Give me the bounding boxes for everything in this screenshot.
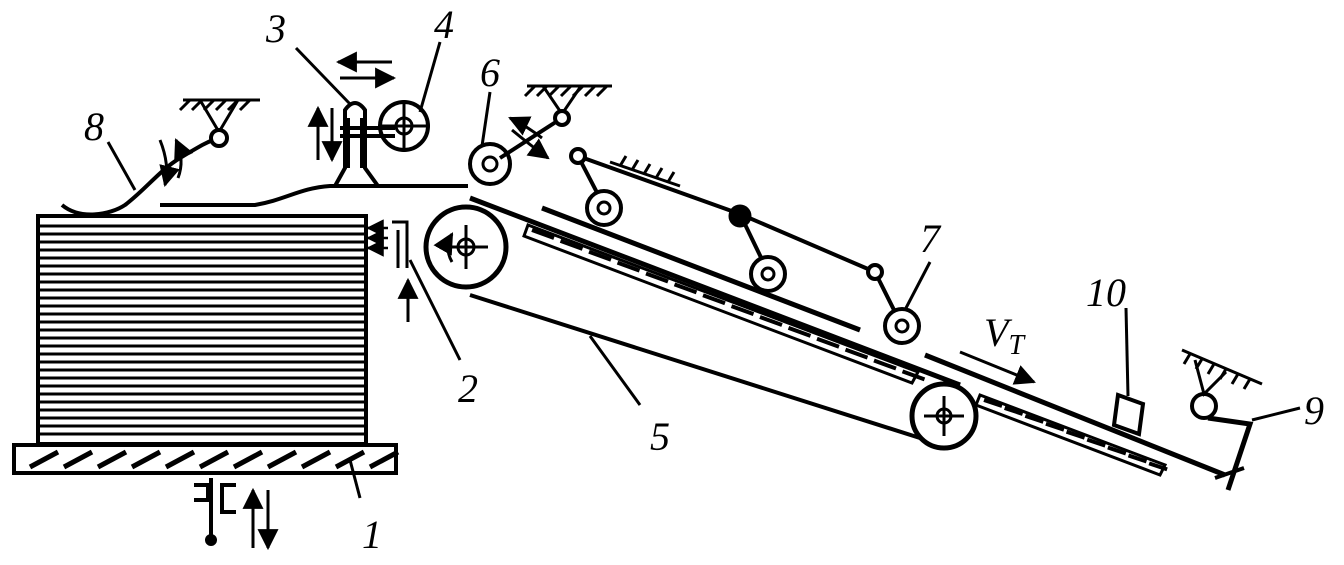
label-8: 8 xyxy=(84,104,104,149)
label-10: 10 xyxy=(1086,270,1126,315)
conveyor-belt xyxy=(423,195,979,451)
suction-arrows-vertical xyxy=(307,105,343,163)
suction-head xyxy=(333,101,395,188)
conveyor-guide xyxy=(522,205,926,385)
velocity-symbol: V xyxy=(984,310,1013,355)
top-sheet xyxy=(160,184,468,207)
label-1: 1 xyxy=(362,512,382,557)
sensor xyxy=(1111,392,1146,437)
lift-arrows xyxy=(242,487,279,551)
label-3: 3 xyxy=(265,6,286,51)
front-stop xyxy=(1181,348,1263,491)
swing-arrow-8 xyxy=(158,138,194,188)
label-7: 7 xyxy=(920,216,942,261)
drive-wheel xyxy=(378,100,430,152)
forward-roller xyxy=(468,116,564,186)
label-9: 9 xyxy=(1304,388,1324,433)
label-6: 6 xyxy=(480,50,500,95)
hanger-pivot-6 xyxy=(523,84,612,127)
pressure-rollers xyxy=(569,147,921,345)
stripper-spring xyxy=(60,136,221,217)
velocity-subscript: T xyxy=(1008,330,1026,361)
swing-arrow-6 xyxy=(508,116,550,160)
label-2: 2 xyxy=(458,366,478,411)
velocity-label: VT xyxy=(984,310,1026,361)
suction-arrows-horizontal xyxy=(335,51,397,89)
air-blower-nozzle xyxy=(392,220,419,322)
delivery-table xyxy=(924,352,1245,480)
label-4: 4 xyxy=(434,2,454,47)
velocity-arrow xyxy=(959,350,1036,385)
sheet-pile xyxy=(36,214,368,446)
leader-lines xyxy=(106,41,1301,499)
lift-mechanism xyxy=(194,478,236,546)
hanger-pivot-8 xyxy=(178,98,260,148)
air-jet-arrows xyxy=(366,219,388,257)
pile-table xyxy=(12,443,400,475)
label-5: 5 xyxy=(650,414,670,459)
